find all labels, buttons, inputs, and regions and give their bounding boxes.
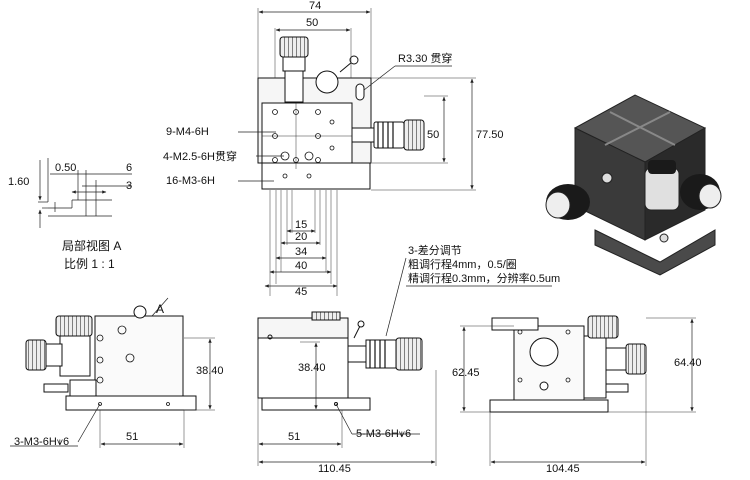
right-dim-104-45: 104.45 xyxy=(546,463,580,475)
front-view: A 38.40 51 3-M3-6H⩛6 xyxy=(10,297,224,448)
dim-74: 74 xyxy=(309,0,321,12)
dim-20: 20 xyxy=(295,231,307,243)
note-r3-30: R3.30 贯穿 xyxy=(398,51,452,65)
note-line-1: 3-差分调节 xyxy=(408,243,462,257)
dim-34: 34 xyxy=(295,246,307,258)
note-4-m2-5: 4-M2.5-6H贯穿 xyxy=(163,149,237,163)
note-9-m4: 9-M4-6H xyxy=(166,126,209,138)
dim-50-top: 50 xyxy=(306,17,318,29)
side-dim-110-45: 110.45 xyxy=(318,463,351,475)
dim-50-right: 50 xyxy=(427,129,439,141)
side-view: 38.40 51 110.45 5-M3-6H⩛6 xyxy=(257,311,437,475)
detail-view-a: 0.50 6 1.60 3 局部视图 A 比例 1 : 1 xyxy=(8,158,132,271)
right-view: 62.45 64.40 104.45 xyxy=(452,315,702,475)
note-line-3: 精调行程0.3mm，分辨率0.5um xyxy=(408,271,560,285)
detail-scale: 比例 1 : 1 xyxy=(64,257,115,271)
dim-77-50: 77.50 xyxy=(476,129,504,141)
detail-caption: 局部视图 A xyxy=(62,238,121,253)
front-dim-38-40: 38.40 xyxy=(196,365,224,377)
dim-0-50: 0.50 xyxy=(55,162,76,174)
note-3-m3: 3-M3-6H⩛6 xyxy=(14,436,69,448)
note-line-2: 粗调行程4mm，0.5/圈 xyxy=(408,258,517,271)
section-label-a: A xyxy=(156,302,164,316)
note-16-m3: 16-M3-6H xyxy=(166,175,215,187)
dim-40: 40 xyxy=(295,260,307,272)
dim-1-60: 1.60 xyxy=(8,176,29,188)
side-dim-38-40: 38.40 xyxy=(298,362,326,374)
isometric-view xyxy=(545,94,722,276)
note-5-m3: 5-M3-6H⩛6 xyxy=(356,428,411,440)
dim-3: 3 xyxy=(126,180,132,192)
micrometer-note: 3-差分调节 粗调行程4mm，0.5/圈 精调行程0.3mm，分辨率0.5um xyxy=(385,243,560,337)
side-dim-51: 51 xyxy=(288,431,300,443)
right-dim-64-40: 64.40 xyxy=(674,357,702,369)
dim-6: 6 xyxy=(126,162,132,174)
right-dim-62-45: 62.45 xyxy=(452,367,480,379)
front-dim-51: 51 xyxy=(126,431,138,443)
dim-15: 15 xyxy=(295,219,307,231)
dim-45: 45 xyxy=(295,286,307,298)
top-view: 74 50 50 77.50 15 20 34 40 45 9-M4-6H 4-… xyxy=(163,0,504,298)
